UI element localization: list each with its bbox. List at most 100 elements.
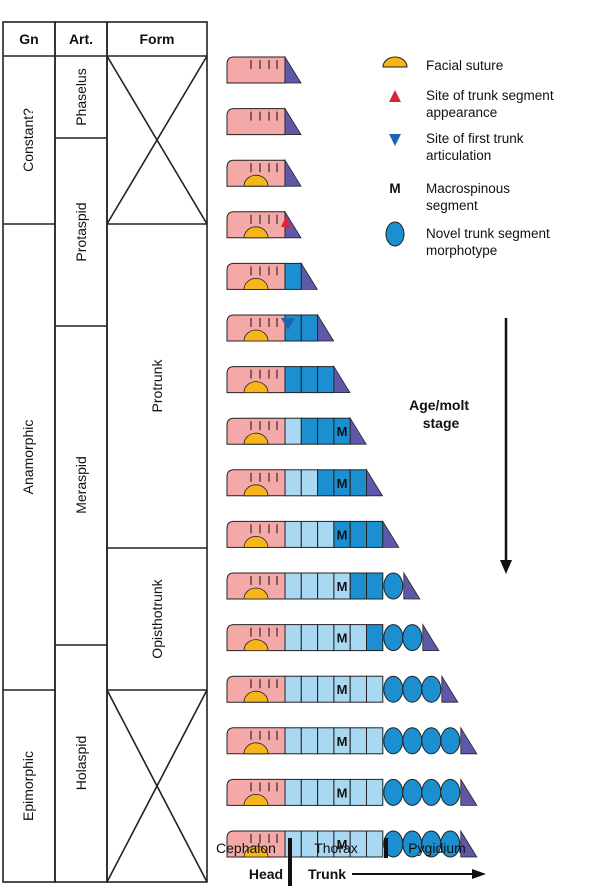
pygidium <box>284 55 302 84</box>
pygidium <box>300 261 319 290</box>
cephalon <box>226 520 286 548</box>
stage-15: M <box>226 777 478 806</box>
facial-suture <box>243 174 269 187</box>
thorax-segment-old <box>317 624 335 652</box>
group-label-head: Head <box>249 866 283 882</box>
legend-text-macrospinous-1: Macrospinous <box>426 181 510 196</box>
stage-13: M <box>226 674 459 703</box>
novel-segment-oval <box>440 830 461 858</box>
facial-suture <box>243 226 269 239</box>
facial-suture <box>243 587 269 600</box>
thorax-segment-old <box>317 572 335 600</box>
art-label-phaselus: Phaselus <box>73 68 89 126</box>
pygidium <box>349 416 367 445</box>
pygidium <box>317 313 335 342</box>
form-label-protrunk: Protrunk <box>149 359 165 413</box>
facial-suture <box>243 329 269 342</box>
thorax-segment-old <box>300 624 319 652</box>
thorax-segment-old <box>317 675 335 703</box>
cephalon <box>226 830 286 858</box>
thorax-segment-old <box>300 778 319 806</box>
facial-suture <box>243 381 269 393</box>
thorax-segment-new <box>317 417 335 445</box>
facial-suture <box>243 794 269 806</box>
pygidium <box>460 726 478 755</box>
legend-item-appearance: Site of trunk segment appearance <box>389 88 554 120</box>
pygidium <box>460 777 478 806</box>
gn-label-anamorphic: Anamorphic <box>20 420 36 495</box>
stage-3 <box>226 158 302 187</box>
novel-segment-oval <box>383 675 404 703</box>
cephalon <box>226 675 286 703</box>
thorax-segment-new <box>349 572 368 600</box>
thorax-segment-old <box>349 778 368 806</box>
thorax-segment-new <box>366 520 384 548</box>
thorax-segment-old <box>366 727 384 755</box>
facial-suture <box>243 432 269 445</box>
macrospine-letter: M <box>389 181 400 196</box>
cephalon <box>226 727 286 755</box>
art-label-holaspid: Holaspid <box>73 736 89 790</box>
cephalon <box>226 469 286 497</box>
facial-suture-icon <box>382 56 408 68</box>
novel-segment-oval <box>402 675 423 703</box>
thorax-segment-old <box>349 624 368 652</box>
stage-14: M <box>226 726 478 755</box>
facial-suture <box>243 639 269 651</box>
facial-suture <box>243 278 269 290</box>
legend-item-macrospinous: M Macrospinous segment <box>389 181 514 213</box>
stage-6 <box>226 313 335 342</box>
cephalon <box>226 108 286 136</box>
thorax-segment-old <box>349 675 368 703</box>
svg-text:Macrospinous segment: Macrospinous segment <box>426 181 514 213</box>
header-art: Art. <box>69 31 93 47</box>
stage-11: M <box>226 571 421 600</box>
legend-text-articulation-2: articulation <box>426 148 491 163</box>
region-label-pygidium: Pygidium <box>408 840 466 856</box>
cephalon <box>226 417 286 445</box>
macrospine-label: M <box>337 527 348 542</box>
classification-table <box>2 21 208 883</box>
gn-label-constant: Constant? <box>20 108 36 172</box>
header-form: Form <box>140 31 175 47</box>
red-triangle-icon <box>389 90 401 102</box>
art-label-meraspid: Meraspid <box>73 456 89 514</box>
cephalon <box>226 572 286 600</box>
trunk-segment-appearance-marker <box>281 216 291 227</box>
macrospine-label: M <box>337 579 348 594</box>
cephalon <box>226 366 286 394</box>
thorax-segment-new <box>317 469 335 497</box>
stage-9: M <box>226 468 384 497</box>
region-label-cephalon: Cephalon <box>216 840 276 856</box>
thorax-segment-new <box>366 624 384 652</box>
art-label-protaspid: Protaspid <box>73 202 89 261</box>
form-empty-cross-top-b <box>106 55 208 225</box>
novel-segment-oval <box>383 624 404 652</box>
stage-16: M <box>226 829 478 858</box>
blue-triangle-icon <box>389 134 401 146</box>
stage-12: M <box>226 623 440 652</box>
cephalon <box>226 624 286 652</box>
stage-5 <box>226 261 319 290</box>
thorax-segment-old <box>317 727 335 755</box>
macrospine-label: M <box>337 476 348 491</box>
svg-text:Site of first trunk ar: Site of first trunk articulation <box>426 131 527 163</box>
pygidium <box>284 158 302 187</box>
thorax-segment-old <box>349 727 368 755</box>
cephalon <box>226 778 286 806</box>
thorax-segment-new <box>349 469 368 497</box>
pygidium <box>403 571 421 600</box>
pygidium <box>422 623 440 651</box>
svg-text:Novel trunk segment mo: Novel trunk segment morphotype <box>426 226 554 258</box>
thorax-segment-old <box>300 675 319 703</box>
thorax-segment-old <box>366 830 384 858</box>
legend: Facial suture Site of trunk segment appe… <box>382 56 554 258</box>
stage-8: M <box>226 416 367 445</box>
thorax-segment-old <box>284 778 302 806</box>
thorax-segment-old <box>300 520 319 548</box>
macrospine-label: M <box>337 682 348 697</box>
thorax-segment-new <box>300 366 319 394</box>
thorax-segment-old <box>366 778 384 806</box>
thorax-segment-old <box>300 727 319 755</box>
